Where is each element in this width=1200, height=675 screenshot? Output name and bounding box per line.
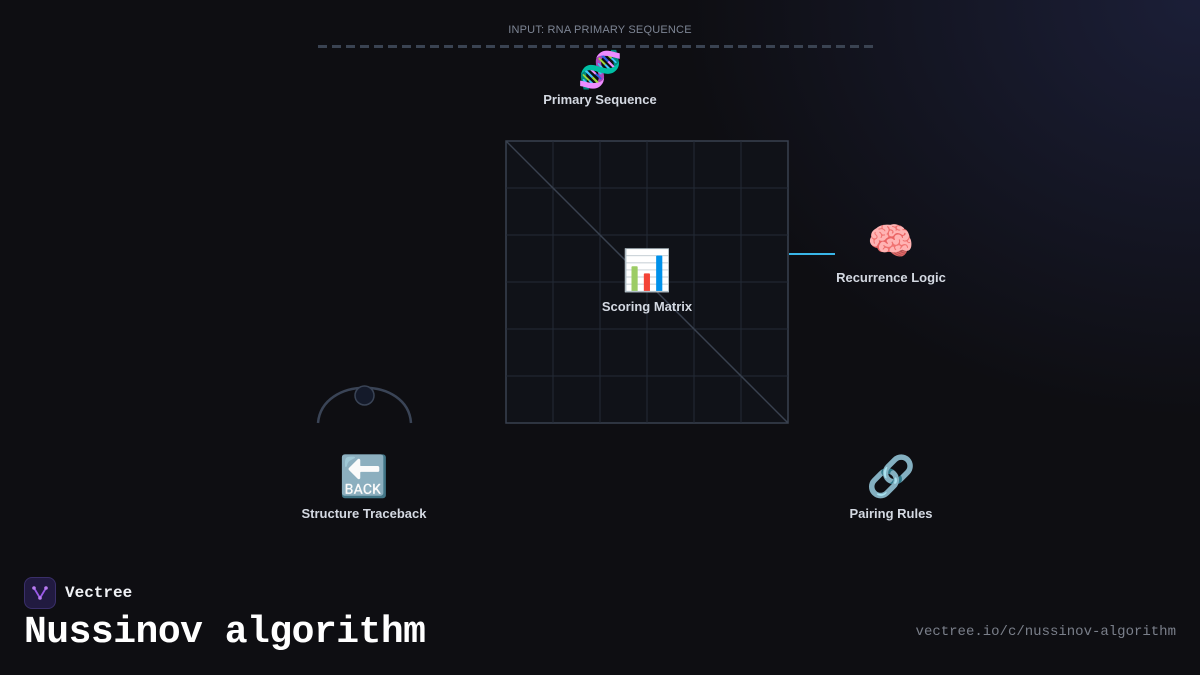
input-label: INPUT: RNA PRIMARY SEQUENCE xyxy=(508,24,691,36)
link-icon: 🔗 xyxy=(866,452,916,500)
recurrence-logic-label: Recurrence Logic xyxy=(836,270,946,285)
pairing-rules-label: Pairing Rules xyxy=(849,506,932,521)
bar-chart-icon: 📊 xyxy=(622,247,672,294)
structure-traceback-label: Structure Traceback xyxy=(301,506,427,521)
arc-nucleotide-dot xyxy=(354,385,375,406)
page-url[interactable]: vectree.io/c/nussinov-algorithm xyxy=(915,624,1176,640)
primary-sequence-label: Primary Sequence xyxy=(543,92,656,107)
dna-icon: 🧬 xyxy=(578,48,623,91)
node-pairing-rules[interactable]: 🔗 Pairing Rules xyxy=(849,452,932,521)
matrix-diagonal xyxy=(505,140,789,424)
brain-icon: 🧠 xyxy=(867,219,914,263)
scoring-matrix-grid xyxy=(505,140,789,424)
node-structure-traceback[interactable]: 🔙 Structure Traceback xyxy=(301,453,427,521)
brand[interactable]: Vectree xyxy=(24,577,132,609)
scoring-matrix-label: Scoring Matrix xyxy=(602,299,693,314)
vectree-logo-mark xyxy=(32,586,48,600)
page-title: Nussinov algorithm xyxy=(24,611,426,654)
node-scoring-matrix[interactable]: 📊 Scoring Matrix xyxy=(602,247,693,314)
vectree-logo-icon xyxy=(24,577,56,609)
node-primary-sequence[interactable]: 🧬 Primary Sequence xyxy=(543,48,656,107)
node-recurrence-logic[interactable]: 🧠 Recurrence Logic xyxy=(836,219,946,285)
brand-name: Vectree xyxy=(65,584,133,602)
traceback-arc xyxy=(316,385,413,424)
back-arrow-icon: 🔙 xyxy=(339,453,389,500)
